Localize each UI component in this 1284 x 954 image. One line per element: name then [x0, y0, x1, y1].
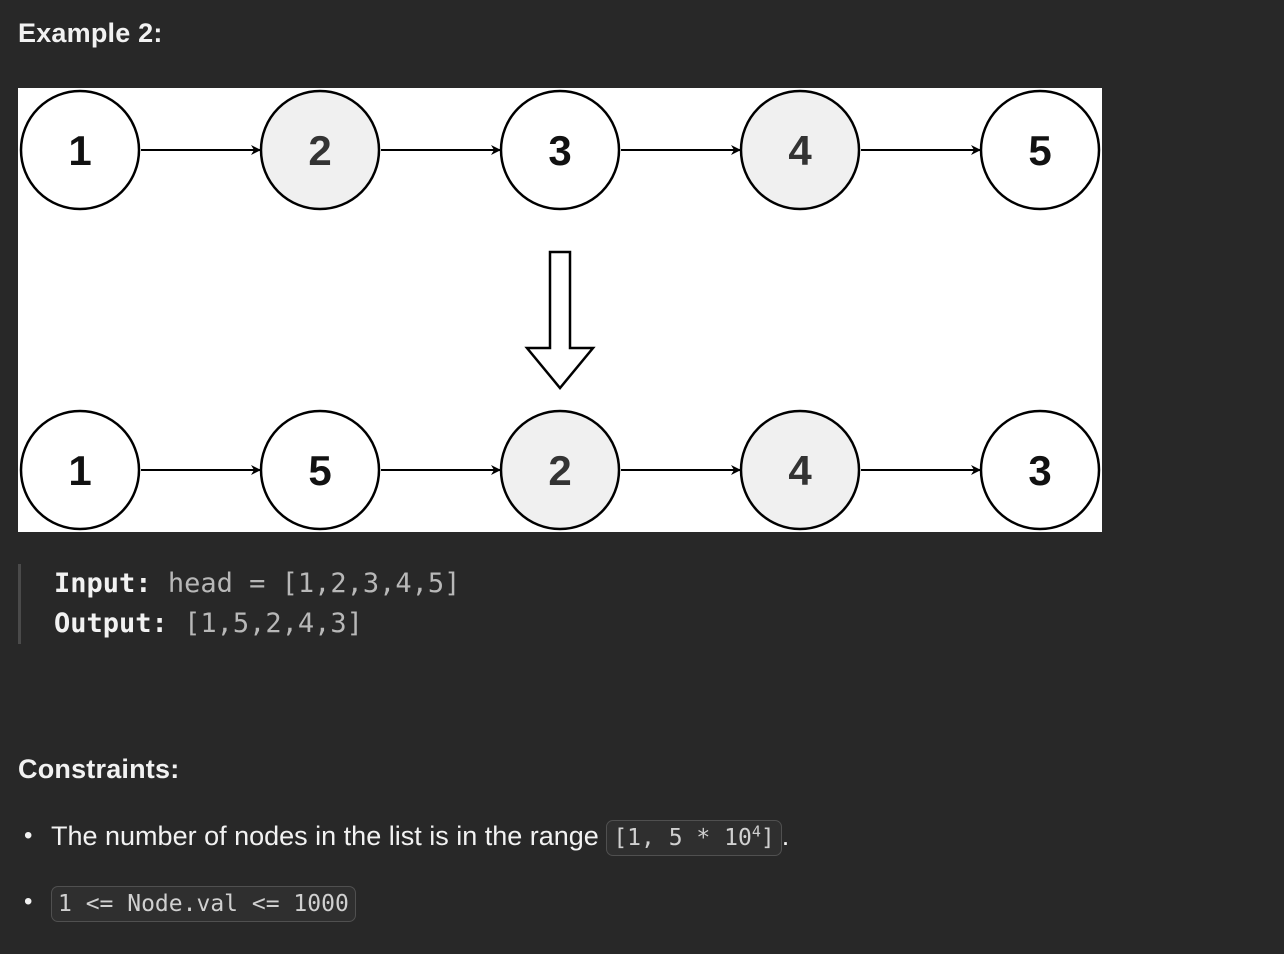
list-node: 2 — [499, 409, 621, 531]
node-value: 4 — [788, 127, 812, 174]
constraint-text: The number of nodes in the list is in th… — [51, 821, 607, 851]
node-circle — [499, 89, 621, 211]
input-label: Input: — [54, 568, 152, 599]
bullet-icon: • — [24, 822, 33, 849]
output-value: [1,5,2,4,3] — [184, 608, 363, 639]
list-node: 5 — [259, 409, 381, 531]
node-value: 1 — [68, 127, 91, 174]
constraints-heading: Constraints: — [18, 754, 180, 784]
node-value: 4 — [788, 447, 812, 494]
node-circle — [739, 409, 861, 531]
inline-code: [1, 5 * 104] — [606, 819, 782, 856]
transform-down-arrow — [524, 250, 596, 390]
example-io: Input: head = [1,2,3,4,5] Output: [1,5,2… — [18, 564, 460, 644]
node-value: 3 — [548, 127, 571, 174]
node-value: 3 — [1028, 447, 1051, 494]
output-label: Output: — [54, 608, 168, 639]
node-circle — [979, 89, 1101, 211]
code-superscript: 4 — [751, 822, 761, 841]
example-heading: Example 2: — [18, 18, 163, 48]
list-node: 1 — [19, 89, 141, 211]
diagram-svg: 1 2 3 4 5 1 5 2 4 3 — [19, 89, 1101, 531]
constraint-item: • The number of nodes in the list is in … — [18, 818, 790, 856]
inline-code: 1 <= Node.val <= 1000 — [51, 885, 356, 922]
list-node: 4 — [739, 89, 861, 211]
input-line: Input: head = [1,2,3,4,5] — [54, 564, 460, 604]
node-circle — [979, 409, 1101, 531]
node-circle — [19, 409, 141, 531]
original-list: 1 2 3 4 5 — [19, 89, 1101, 211]
constraints-list: • The number of nodes in the list is in … — [18, 818, 790, 922]
node-value: 2 — [548, 447, 571, 494]
bullet-icon: • — [24, 888, 33, 915]
code-text-end: ] — [760, 824, 775, 851]
node-value: 5 — [308, 447, 331, 494]
output-line: Output: [1,5,2,4,3] — [54, 604, 460, 644]
code-text: [1, 5 * 10 — [613, 824, 752, 851]
reordered-list: 1 5 2 4 3 — [19, 409, 1101, 531]
list-node: 4 — [739, 409, 861, 531]
node-value: 2 — [308, 127, 331, 174]
constraint-item: • 1 <= Node.val <= 1000 — [18, 884, 789, 922]
constraint-suffix: . — [781, 821, 790, 851]
list-node: 3 — [979, 409, 1101, 531]
node-circle — [19, 89, 141, 211]
list-node: 2 — [259, 89, 381, 211]
linked-list-diagram: 1 2 3 4 5 1 5 2 4 3 — [18, 88, 1102, 532]
list-node: 1 — [19, 409, 141, 531]
list-node: 3 — [499, 89, 621, 211]
node-value: 5 — [1028, 127, 1051, 174]
node-circle — [739, 89, 861, 211]
input-value: head = [1,2,3,4,5] — [167, 568, 461, 599]
node-circle — [499, 409, 621, 531]
node-circle — [259, 89, 381, 211]
node-value: 1 — [68, 447, 91, 494]
list-node: 5 — [979, 89, 1101, 211]
node-circle — [259, 409, 381, 531]
